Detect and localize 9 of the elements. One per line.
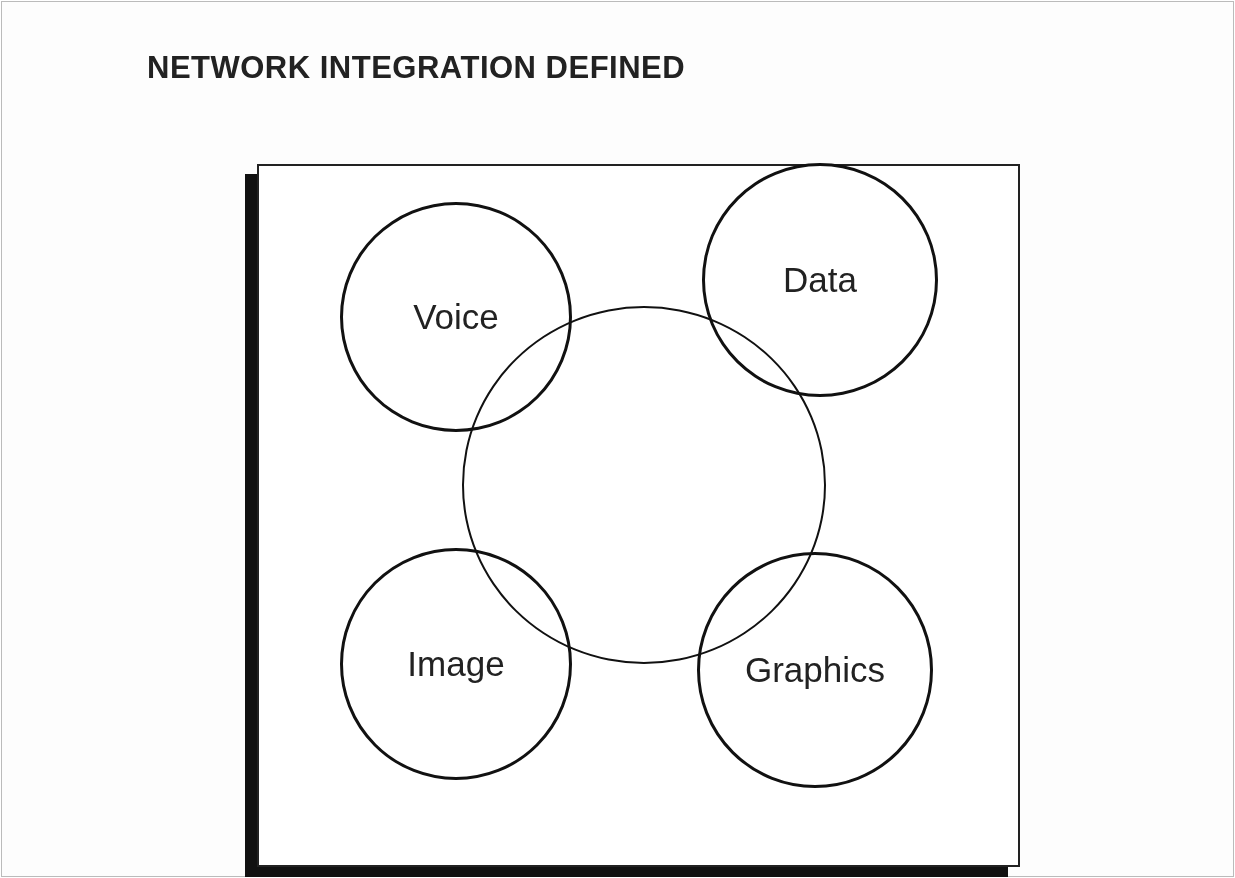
node-label: Data (783, 260, 857, 300)
circle (340, 202, 572, 432)
node-label: Image (407, 644, 505, 684)
node-label: Voice (413, 297, 499, 337)
circle (697, 552, 933, 788)
circle (340, 548, 572, 780)
node-label: Graphics (744, 650, 886, 690)
circle (702, 163, 938, 397)
title: NETWORK INTEGRATION DEFINED (147, 50, 686, 86)
